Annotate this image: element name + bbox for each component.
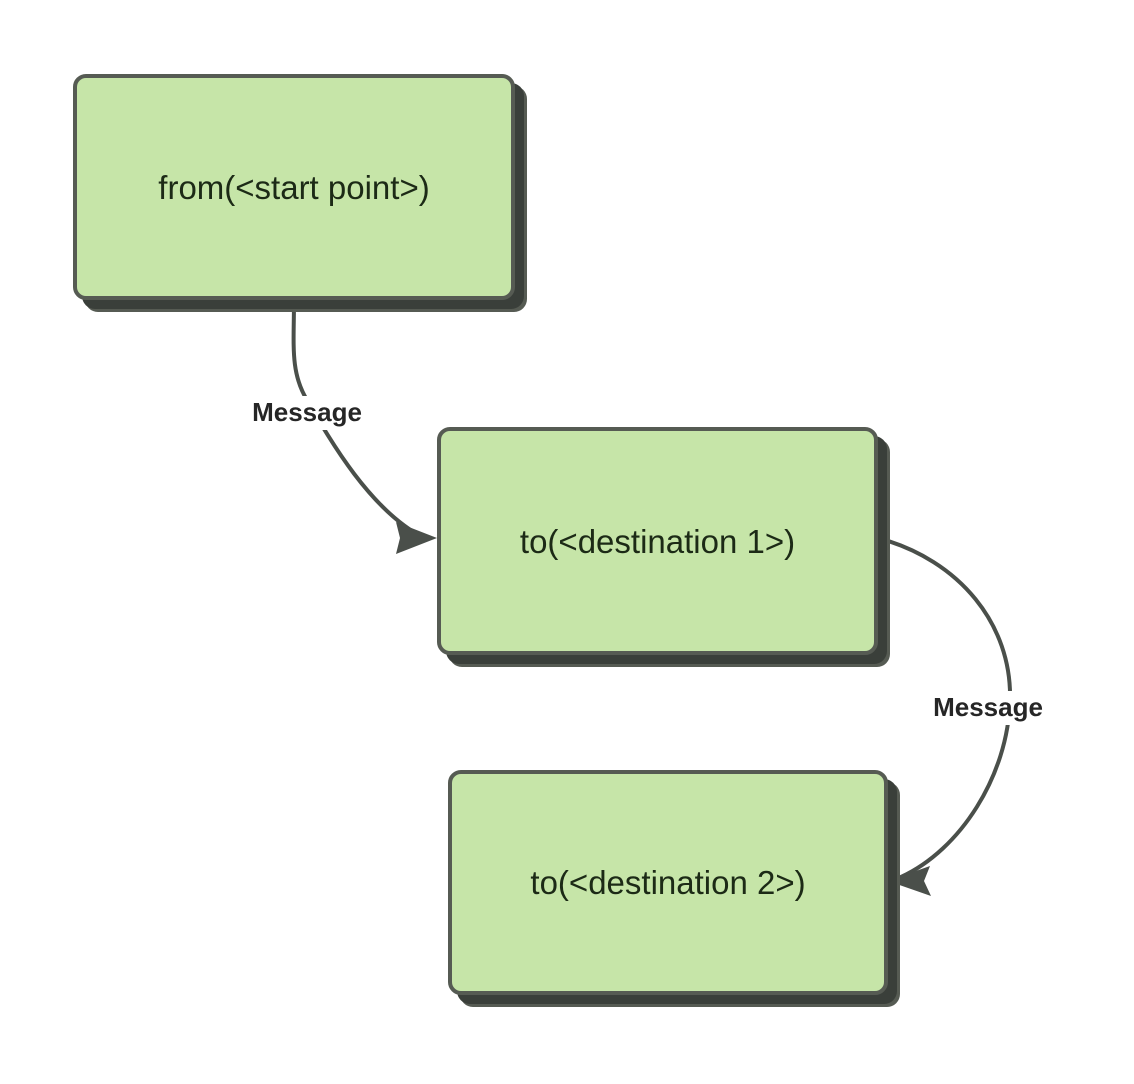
edge-label-start-to-destination1: Message [247, 396, 367, 430]
arrowhead-destination1-to-destination2 [888, 866, 931, 896]
node-start-label: from(<start point>) [158, 168, 430, 206]
arrowhead-start-to-destination1 [396, 522, 437, 554]
node-destination1-label: to(<destination 1>) [519, 522, 796, 560]
node-destination2[interactable]: to(<destination 2>) [448, 770, 888, 995]
node-destination1[interactable]: to(<destination 1>) [437, 427, 878, 655]
edge-label-destination1-to-destination2: Message [928, 691, 1048, 725]
node-start[interactable]: from(<start point>) [73, 74, 515, 300]
node-destination2-label: to(<destination 2>) [530, 864, 806, 901]
